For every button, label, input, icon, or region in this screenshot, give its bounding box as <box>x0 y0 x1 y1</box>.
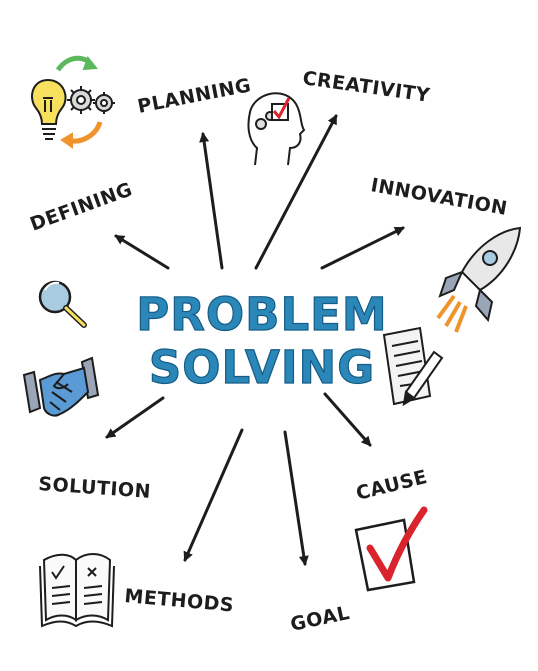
arrow-planning <box>199 132 224 270</box>
arrow-defining <box>114 234 170 270</box>
label-cause: CAUSE <box>354 466 430 505</box>
checkbox-checkmark-icon <box>354 506 428 592</box>
arrow-goal <box>283 430 309 566</box>
label-methods: METHODS <box>124 585 235 616</box>
label-innovation: INNOVATION <box>369 174 509 220</box>
handshake-icon <box>22 356 100 417</box>
arrow-solution <box>105 396 165 439</box>
head-checkmark-icon <box>247 92 306 166</box>
lightbulb-gears-icon <box>31 55 115 149</box>
label-defining: DEFINING <box>27 178 135 235</box>
center-title-line2: SOLVING <box>149 341 375 394</box>
arrow-creativity <box>254 114 338 270</box>
label-solution: SOLUTION <box>38 473 152 503</box>
magnifying-glass-icon <box>38 280 87 328</box>
arrow-innovation <box>320 226 405 270</box>
center-title: PROBLEM SOLVING <box>136 287 388 394</box>
rocket-icon <box>436 226 522 333</box>
label-planning: PLANNING <box>136 74 253 118</box>
arrows <box>105 114 405 566</box>
notepad-pencil-icon <box>382 326 444 406</box>
arrow-methods <box>183 428 244 562</box>
open-book-icon <box>39 553 115 628</box>
arrow-cause <box>323 392 372 447</box>
label-goal: GOAL <box>288 602 351 636</box>
center-title-line1: PROBLEM <box>136 288 387 341</box>
label-creativity: CREATIVITY <box>301 67 431 107</box>
